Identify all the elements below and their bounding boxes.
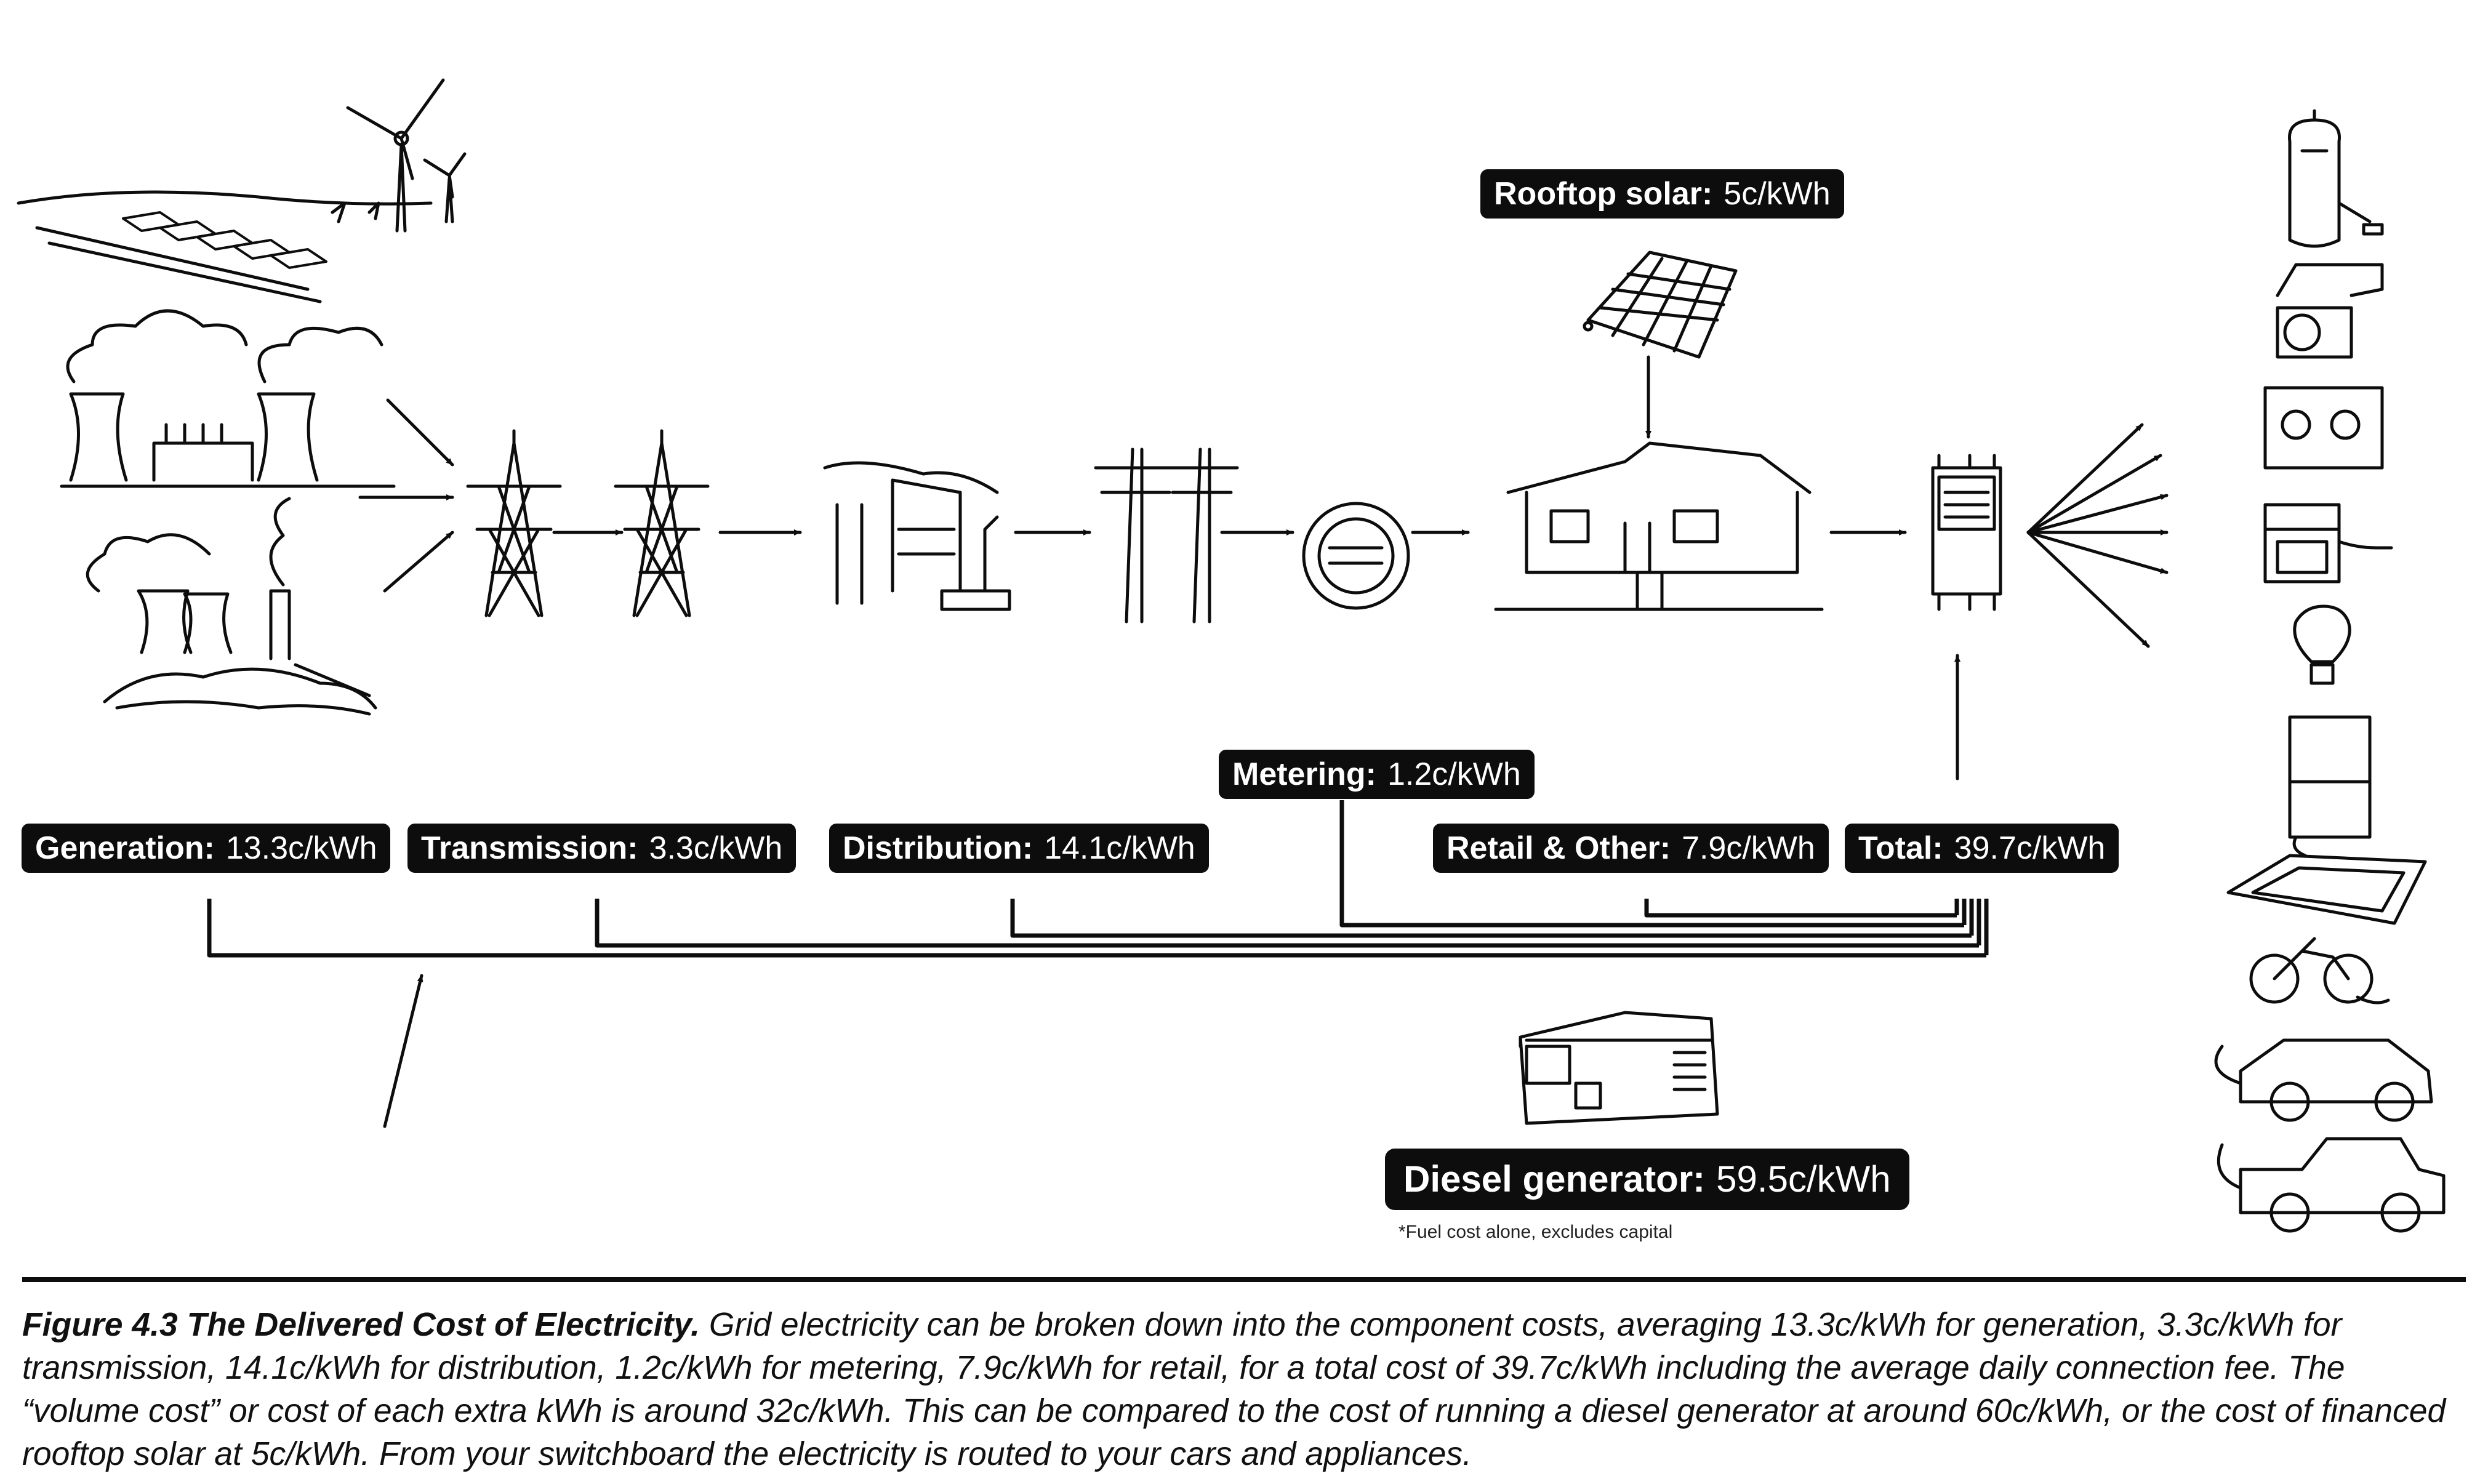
caption-divider bbox=[22, 1277, 2466, 1282]
transmission-name: Transmission: bbox=[421, 830, 638, 866]
diesel-name: Diesel generator: bbox=[1403, 1158, 1706, 1200]
diesel-value: 59.5c/kWh bbox=[1716, 1158, 1891, 1200]
label-total: Total: 39.7c/kWh bbox=[1845, 824, 2119, 873]
air-conditioner-icon bbox=[2276, 263, 2384, 359]
figure-caption: Figure 4.3 The Delivered Cost of Electri… bbox=[22, 1304, 2469, 1476]
caption-body: Grid electricity can be broken down into… bbox=[22, 1307, 2446, 1472]
oven-icon bbox=[2263, 503, 2393, 584]
solar-panel-icon bbox=[1583, 251, 1738, 359]
power-station-icon bbox=[60, 309, 396, 488]
appliance-arrows bbox=[2026, 423, 2169, 648]
retail-name: Retail & Other: bbox=[1447, 830, 1671, 866]
transmission-value: 3.3c/kWh bbox=[649, 830, 783, 866]
distribution-name: Distribution: bbox=[843, 830, 1033, 866]
diesel-generator-icon bbox=[1519, 1011, 1719, 1125]
caption-title: Figure 4.3 The Delivered Cost of Electri… bbox=[22, 1307, 700, 1343]
generation-name: Generation: bbox=[35, 830, 215, 866]
transmission-tower-icon bbox=[466, 429, 562, 617]
water-heater-icon bbox=[2288, 109, 2384, 248]
motorbike-icon bbox=[2249, 937, 2390, 1005]
generation-arrows bbox=[358, 398, 454, 593]
label-transmission: Transmission: 3.3c/kWh bbox=[407, 824, 797, 873]
total-value: 39.7c/kWh bbox=[1954, 830, 2106, 866]
power-outlet-icon bbox=[2263, 386, 2384, 470]
label-diesel-generator: Diesel generator:59.5c/kWh bbox=[1385, 1149, 1909, 1210]
metering-name: Metering: bbox=[1232, 756, 1376, 792]
power-pole-icon bbox=[1094, 447, 1239, 624]
pool-icon bbox=[2226, 854, 2427, 925]
metering-value: 1.2c/kWh bbox=[1387, 756, 1521, 792]
rooftop-solar-value: 5c/kWh bbox=[1724, 176, 1831, 212]
transmission-tower-icon bbox=[614, 429, 710, 617]
label-metering: Metering: 1.2c/kWh bbox=[1219, 750, 1535, 799]
label-distribution: Distribution: 14.1c/kWh bbox=[829, 824, 1209, 873]
switchboard-icon bbox=[1931, 454, 2002, 611]
total-name: Total: bbox=[1858, 830, 1943, 866]
electricity-meter-icon bbox=[1302, 502, 1410, 610]
solar-farm-icon bbox=[17, 190, 433, 303]
distribution-value: 14.1c/kWh bbox=[1044, 830, 1195, 866]
fridge-icon bbox=[2288, 715, 2372, 857]
cost-bus-lines bbox=[207, 800, 1989, 958]
coal-plant-icon bbox=[86, 497, 377, 716]
light-bulb-icon bbox=[2293, 604, 2351, 685]
rooftop-solar-name: Rooftop solar: bbox=[1494, 176, 1713, 212]
ute-icon bbox=[2217, 1137, 2446, 1233]
generation-value: 13.3c/kWh bbox=[225, 830, 377, 866]
wind-turbine-icon bbox=[331, 78, 467, 233]
label-generation: Generation: 13.3c/kWh bbox=[22, 824, 391, 873]
retail-value: 7.9c/kWh bbox=[1682, 830, 1815, 866]
label-rooftop-solar: Rooftop solar: 5c/kWh bbox=[1480, 169, 1844, 219]
diesel-footnote: *Fuel cost alone, excludes capital bbox=[1398, 1222, 1673, 1242]
label-retail: Retail & Other: 7.9c/kWh bbox=[1433, 824, 1829, 873]
car-icon bbox=[2214, 1038, 2433, 1122]
house-icon bbox=[1494, 441, 1824, 611]
substation-icon bbox=[823, 461, 1011, 611]
